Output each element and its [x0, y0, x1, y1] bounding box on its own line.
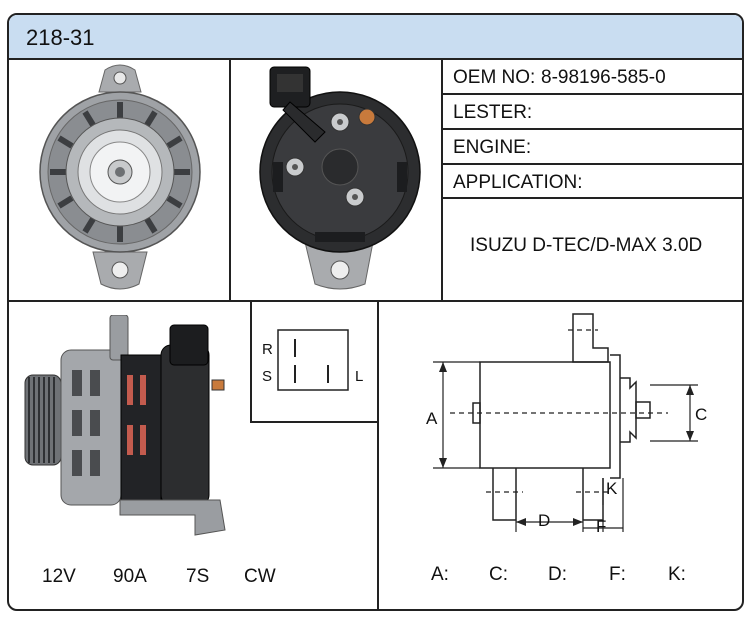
plug-connector-diagram: R S L: [262, 329, 363, 391]
info-row-divider-1: [441, 93, 742, 95]
dim-c-arrow-top: [686, 385, 694, 395]
dim-label-d: D: [538, 511, 550, 530]
dim-field-k: K:: [668, 564, 686, 585]
body-outline: [479, 361, 611, 469]
dim-field-a: A:: [431, 564, 449, 585]
engine-label: ENGINE:: [453, 137, 532, 158]
top-ear-outline: [572, 313, 609, 363]
dim-field-f: F:: [609, 564, 626, 585]
application-value: ISUZU D-TEC/D-MAX 3.0D: [470, 235, 703, 256]
application-label: APPLICATION:: [453, 172, 583, 193]
spec-rotation: CW: [244, 566, 276, 587]
dim-d-arrow-right: [573, 518, 583, 526]
dim-a-arrow-top: [439, 362, 447, 372]
flange-outline: [610, 354, 621, 479]
dim-field-d: D:: [548, 564, 567, 585]
dim-label-a: A: [426, 409, 438, 428]
dim-a-arrow-bottom: [439, 458, 447, 468]
bottom-right-ear-outline: [582, 468, 604, 521]
dimension-diagram: A C D F K A: C: D: F: K:: [426, 313, 707, 585]
plug-label-l: L: [355, 368, 363, 385]
dim-label-c: C: [695, 405, 707, 424]
bottom-ear-outline: [492, 468, 517, 521]
dim-d-arrow-left: [516, 518, 526, 526]
spec-grooves: 7S: [186, 566, 210, 587]
plug-box-bottom: [250, 421, 379, 423]
plug-housing: [277, 329, 349, 391]
oem-value: 8-98196-585-0: [541, 67, 666, 88]
oem-label: OEM NO:: [453, 67, 536, 88]
info-row-divider-4: [441, 197, 742, 199]
info-row-divider-3: [441, 163, 742, 165]
alternator-rear-view-icon: [259, 66, 421, 290]
spec-amperage: 90A: [113, 566, 147, 587]
plug-label-s: S: [262, 368, 272, 385]
shaft-outline: [635, 401, 651, 419]
divider-rear-info: [441, 58, 443, 302]
header-bar: 218-31: [9, 15, 742, 60]
alternator-front-view-icon: [39, 64, 201, 290]
divider-plug-diagram: [377, 302, 379, 609]
dim-c-arrow-bottom: [686, 431, 694, 441]
lester-label: LESTER:: [453, 102, 533, 123]
alternator-side-view-icon: [24, 315, 226, 536]
dim-label-k: K: [606, 479, 618, 498]
dim-field-c: C:: [489, 564, 508, 585]
part-number-title: 218-31: [26, 25, 95, 50]
dim-label-f: F: [596, 517, 606, 536]
pulley-outline: [620, 377, 637, 443]
plug-label-r: R: [262, 341, 273, 358]
divider-side-plug: [250, 302, 252, 423]
info-row-divider-2: [441, 128, 742, 130]
spec-voltage: 12V: [42, 566, 76, 587]
divider-top-bottom: [9, 300, 742, 302]
divider-front-rear: [229, 58, 231, 302]
